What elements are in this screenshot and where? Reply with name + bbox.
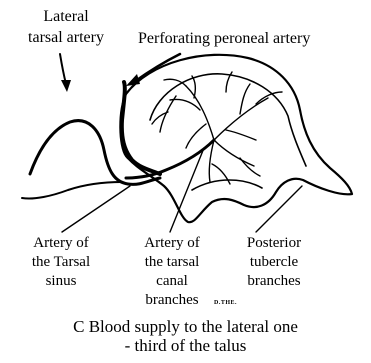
tarsal-canal-vessel — [126, 140, 214, 178]
posterior-tubercle-label: Posterior tubercle branches — [226, 236, 322, 289]
talus-outline — [120, 55, 352, 222]
lateral-tarsal-line-2: tarsal artery — [26, 30, 106, 46]
posterior-tubercle-line-3: branches — [226, 274, 322, 289]
artery-tarsal-canal-label: Artery of the tarsal canal branches — [126, 236, 218, 308]
lateral-tarsal-artery-vessel — [30, 121, 160, 185]
caption-line-1: C Blood supply to the lateral one — [0, 318, 371, 335]
lateral-tarsal-artery-label: Lateral tarsal artery — [26, 9, 106, 46]
tarsal-sinus-line-1: Artery of — [14, 236, 108, 251]
artist-signature: D.THE. — [214, 300, 237, 306]
artery-tarsal-sinus-label: Artery of the Tarsal sinus — [14, 236, 108, 289]
perforating-peroneal-artery-vessel — [122, 82, 160, 174]
tarsal-canal-line-4: branches — [126, 293, 218, 308]
lateral-tarsal-artery-branch — [22, 182, 122, 199]
lateral-tarsal-line-1: Lateral — [26, 9, 106, 25]
figure-caption: C Blood supply to the lateral one - thir… — [0, 318, 371, 354]
perforating-peroneal-artery-label: Perforating peroneal artery — [138, 31, 310, 47]
tarsal-canal-line-1: Artery of — [126, 236, 218, 251]
posterior-tubercle-line-2: tubercle — [226, 255, 322, 270]
posterior-tubercle-line-1: Posterior — [226, 236, 322, 251]
lateral-tarsal-arrowhead — [61, 80, 71, 92]
tarsal-canal-line-2: the tarsal — [126, 255, 218, 270]
talus-inferior-contour — [192, 180, 262, 190]
tarsal-sinus-line-3: sinus — [14, 274, 108, 289]
perforating-peroneal-artery-arrow — [134, 54, 180, 82]
lateral-tarsal-artery-arrow — [60, 54, 66, 84]
perforating-peroneal-arrowhead — [126, 74, 140, 86]
caption-line-2: - third of the talus — [0, 337, 371, 354]
tarsal-sinus-line-2: the Tarsal — [14, 255, 108, 270]
posterior-tubercle-pointer — [256, 186, 302, 232]
tarsal-canal-line-3: canal — [126, 274, 218, 289]
tarsal-sinus-pointer — [62, 186, 130, 232]
